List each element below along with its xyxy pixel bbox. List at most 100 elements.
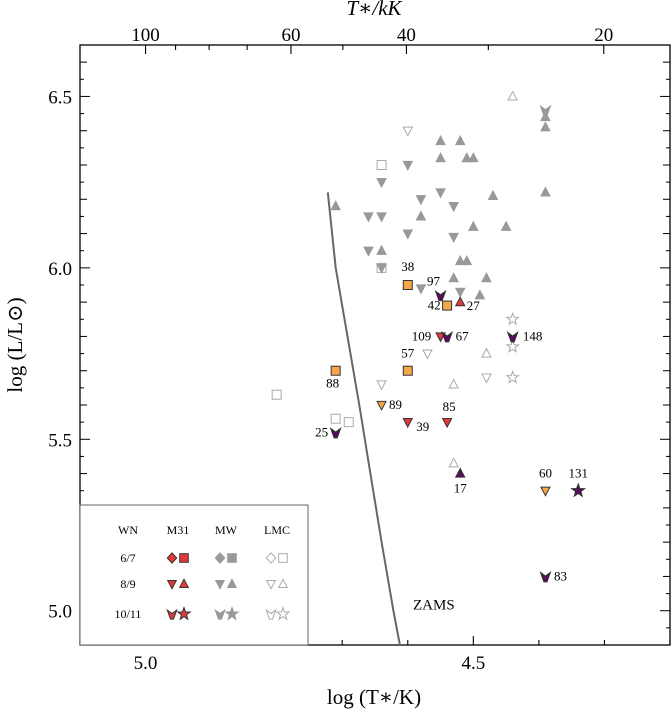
mw-point: [448, 232, 459, 244]
data-label: 60: [539, 466, 552, 481]
m31-point: [441, 418, 453, 429]
top-axis-label: T∗/kK: [346, 0, 402, 20]
lmc-point: [271, 389, 282, 400]
lmc-point: [343, 417, 354, 428]
legend-header: WN: [118, 523, 138, 537]
lmc-point: [376, 380, 387, 391]
m31-point: [376, 400, 387, 412]
data-label: 83: [554, 568, 567, 583]
legend-row-label: 6/7: [120, 551, 135, 565]
legend-marker: [166, 608, 178, 620]
legend-marker: [265, 580, 277, 590]
m31-point: [402, 418, 414, 429]
mw-point: [376, 244, 387, 255]
mw-point: [435, 152, 446, 163]
data-label: 131: [568, 466, 588, 481]
legend-marker: [265, 552, 277, 564]
mw-point: [468, 152, 479, 163]
x-axis-label: log (T∗/K): [327, 685, 421, 709]
legend-box: [79, 504, 309, 646]
m31-point: [442, 300, 453, 311]
data-label: 39: [416, 419, 429, 434]
m31-point: [540, 486, 551, 497]
legend-marker: [166, 580, 178, 590]
mw-point: [376, 212, 387, 223]
y-tick-label: 5.0: [48, 602, 72, 623]
lmc-point: [507, 90, 518, 101]
m31-point: [441, 331, 454, 343]
data-label: 42: [428, 298, 441, 313]
legend-marker: [227, 553, 237, 563]
mw-point: [454, 134, 466, 146]
m31-point: [570, 482, 587, 498]
mw-point: [448, 272, 459, 283]
legend-marker: [226, 578, 238, 588]
mw-point: [363, 246, 374, 257]
lmc-point: [505, 339, 520, 353]
mw-point: [330, 200, 341, 211]
lmc-point: [330, 413, 341, 424]
y-tick-label: 6.0: [48, 259, 72, 280]
m31-point: [506, 331, 519, 343]
mw-point: [435, 134, 446, 146]
mw-point: [461, 254, 473, 266]
y-axis-label: log (L/L⊙): [3, 297, 27, 392]
lmc-point: [481, 373, 492, 384]
m31-point: [454, 467, 466, 478]
mw-point: [539, 104, 552, 117]
lmc-point: [505, 311, 520, 326]
plot-frame: [79, 44, 671, 646]
legend-marker: [176, 606, 192, 621]
zams-track: ZAMS: [326, 192, 455, 646]
mw-point: [461, 152, 473, 163]
zams-line: [326, 192, 401, 646]
m31-point: [330, 365, 341, 376]
mw-point: [402, 160, 414, 172]
data-label: 109: [412, 328, 432, 343]
mw-point: [454, 254, 466, 266]
top-tick-label: 40: [397, 25, 416, 46]
x-tick-label: 5.0: [134, 653, 158, 674]
y-tick-label: 6.5: [48, 87, 72, 108]
mw-point: [487, 189, 499, 200]
lmc-point: [481, 347, 492, 358]
mw-point: [481, 272, 492, 283]
legend-marker: [214, 608, 226, 620]
legend-row-label: 10/11: [115, 607, 142, 621]
mw-point: [454, 287, 466, 298]
data-label: 88: [326, 376, 339, 391]
legend-marker: [278, 553, 288, 563]
data-label: 85: [443, 399, 456, 414]
mw-point: [415, 195, 427, 206]
legend-marker: [265, 608, 277, 620]
legend-marker: [214, 552, 226, 564]
mw-point: [540, 121, 551, 132]
lmc-point: [402, 126, 414, 137]
data-label: 67: [456, 328, 470, 343]
mw-point: [540, 110, 551, 122]
data-label: 97: [427, 273, 441, 288]
m31-point: [434, 289, 447, 302]
m31-point: [402, 280, 413, 290]
mw-point: [376, 263, 387, 274]
m31-point: [539, 571, 552, 583]
data-label: 89: [389, 397, 402, 412]
mw-point: [448, 202, 459, 213]
mw-point: [402, 229, 414, 240]
data-label: 25: [315, 424, 328, 439]
plot-border: [79, 44, 671, 646]
lmc-point: [376, 160, 387, 170]
data-label: 38: [401, 259, 414, 274]
data-label: 57: [401, 346, 415, 361]
data-label: 148: [523, 328, 543, 343]
legend-header: M31: [167, 523, 190, 537]
m31-point: [454, 296, 466, 307]
data-label: 17: [454, 481, 468, 496]
zams-label: ZAMS: [413, 598, 455, 614]
legend-marker: [166, 552, 178, 564]
legend-marker: [277, 578, 289, 588]
legend-row-label: 8/9: [120, 577, 135, 591]
legend-marker: [275, 606, 291, 621]
lmc-point: [448, 457, 459, 468]
